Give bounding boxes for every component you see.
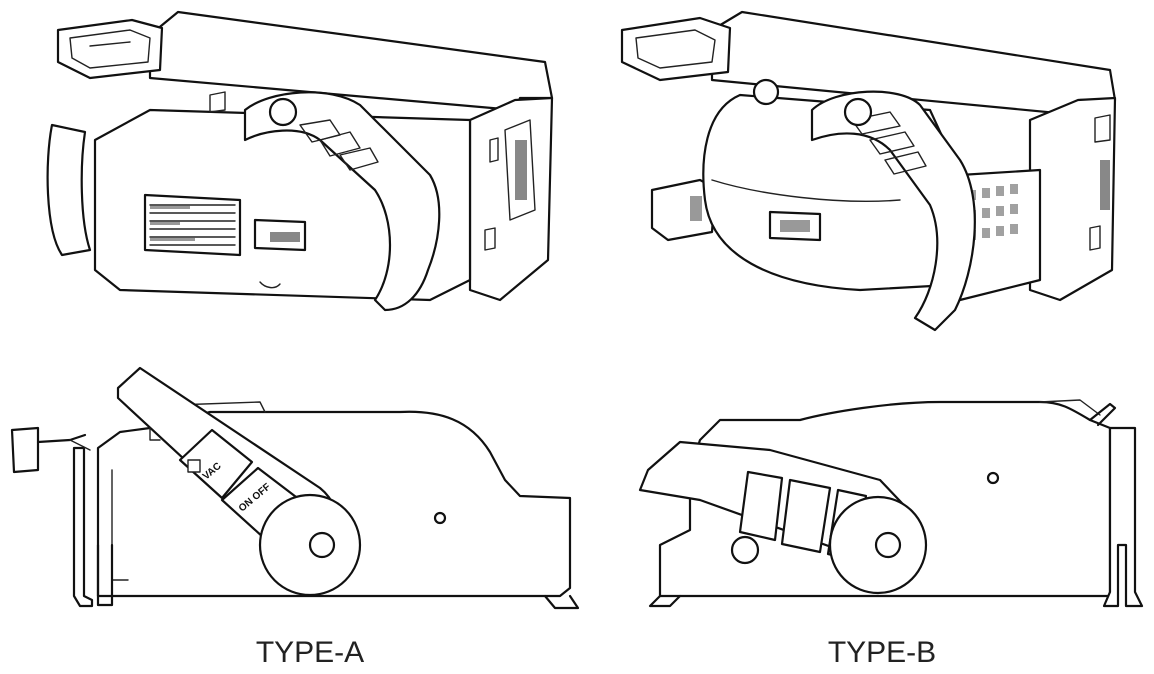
type-b-isometric-drawing (620, 10, 1117, 332)
type-b-side-view-drawing (638, 399, 1144, 608)
type-a-side-view-drawing: VAC ON OFF (10, 366, 580, 610)
type-a-label: TYPE-A (256, 636, 364, 669)
type-b-label: TYPE-B (828, 636, 936, 669)
type-a-isometric-drawing (46, 10, 554, 312)
type-a-vent-grill (143, 193, 242, 257)
